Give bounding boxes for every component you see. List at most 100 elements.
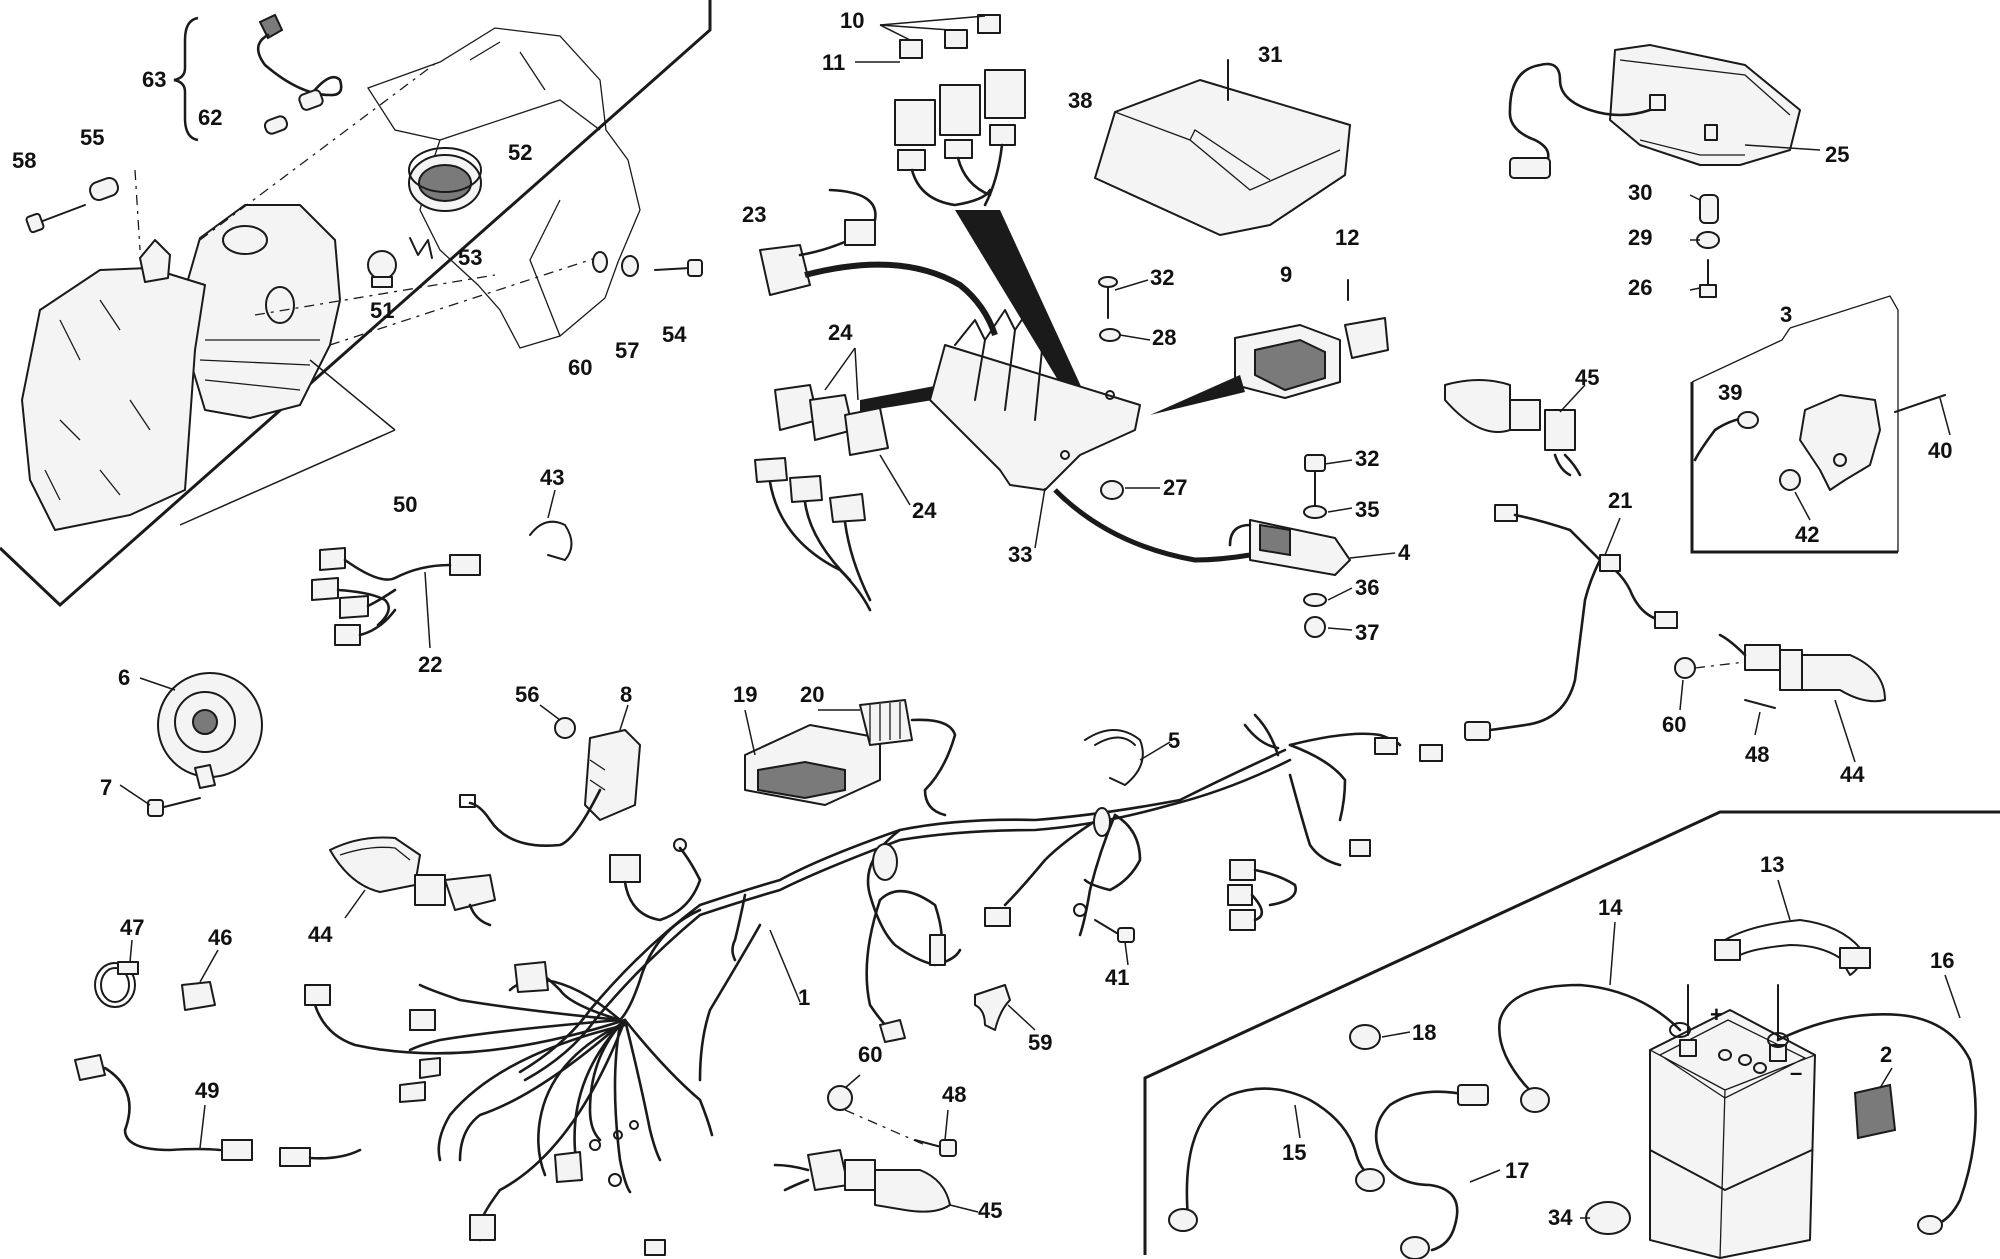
callout-7: 7 <box>100 775 112 800</box>
screw-washer-27-28-32[interactable] <box>1098 276 1160 500</box>
callout-25: 25 <box>1825 142 1849 167</box>
relay-bank-24[interactable] <box>754 347 945 612</box>
callout-23: 23 <box>742 202 766 227</box>
callout-36: 36 <box>1355 575 1379 600</box>
battery-label-2[interactable] <box>1853 1067 1897 1140</box>
horn-6[interactable] <box>119 672 263 817</box>
cable-tie-43[interactable] <box>529 489 573 561</box>
main-wiring-harness-1[interactable] <box>313 713 1402 1242</box>
callout-48: 48 <box>942 1082 966 1107</box>
battery-cable-14[interactable] <box>1498 921 1691 1113</box>
turn-signal-44b[interactable] <box>329 836 496 927</box>
callout-35: 35 <box>1355 497 1379 522</box>
harness-21[interactable] <box>1464 504 1678 741</box>
callout-52: 52 <box>508 140 532 165</box>
ecu-19[interactable] <box>744 709 881 806</box>
callout-10: 10 <box>840 8 864 33</box>
ground-cable-17[interactable] <box>1374 1084 1501 1259</box>
hose-clamp-47[interactable] <box>94 939 139 1008</box>
callout-20: 20 <box>800 682 824 707</box>
spacer-55[interactable] <box>88 176 120 202</box>
turn-signal-44a[interactable] <box>1674 633 1886 763</box>
callout-37: 37 <box>1355 620 1379 645</box>
callout-44: 44 <box>308 922 333 947</box>
turn-signal-45b[interactable] <box>773 1074 979 1213</box>
washers-fasteners-head[interactable] <box>592 251 703 277</box>
callout-22: 22 <box>418 652 442 677</box>
callout-58: 58 <box>12 148 36 173</box>
bracket-link-line <box>1053 488 1251 563</box>
callout-43: 43 <box>540 465 564 490</box>
turn-signal-45a[interactable] <box>1444 379 1586 477</box>
lambda-sensor-49[interactable] <box>74 1054 362 1167</box>
callout-12: 12 <box>1335 225 1359 250</box>
callout-24: 24 <box>828 320 853 345</box>
callout-29: 29 <box>1628 225 1652 250</box>
callout-48: 48 <box>1745 742 1769 767</box>
protective-cap-46[interactable] <box>181 949 219 1011</box>
bulb-socket-cable[interactable] <box>256 13 343 111</box>
headlight-group-frame <box>0 0 712 608</box>
callout-63: 63 <box>142 67 166 92</box>
nut-18[interactable] <box>1349 1024 1411 1050</box>
ecu-cover-38[interactable] <box>1094 59 1351 236</box>
callout-15: 15 <box>1282 1140 1306 1165</box>
callout-47: 47 <box>120 915 144 940</box>
tail-light-kit-frame <box>1690 295 1899 554</box>
callout-14: 14 <box>1598 895 1623 920</box>
callout-51: 51 <box>370 298 394 323</box>
relay-23[interactable] <box>759 188 998 336</box>
flasher-relay-8[interactable] <box>459 704 641 847</box>
callout-8: 8 <box>620 682 632 707</box>
license-light-kit-3[interactable] <box>1693 394 1951 521</box>
bulb-small[interactable] <box>263 115 289 136</box>
callout-34: 34 <box>1548 1205 1573 1230</box>
callout-26: 26 <box>1628 275 1652 300</box>
fuse-holder-relays[interactable] <box>855 14 1026 207</box>
callout-44: 44 <box>1840 762 1865 787</box>
callout-17: 17 <box>1505 1158 1529 1183</box>
spring-clip-53[interactable] <box>409 237 433 259</box>
callout-60: 60 <box>1662 712 1686 737</box>
callout-39: 39 <box>1718 380 1742 405</box>
battery-cable-16[interactable] <box>1767 974 1977 1235</box>
callout-59: 59 <box>1028 1030 1052 1055</box>
ground-screw-41[interactable] <box>1073 903 1135 966</box>
callout-50: 50 <box>393 492 417 517</box>
rubber-cap-52[interactable] <box>408 147 482 212</box>
harness-22[interactable] <box>311 547 481 649</box>
ecu-connector-20[interactable] <box>818 699 957 817</box>
callout-49: 49 <box>195 1078 219 1103</box>
battery-strap-13[interactable] <box>1714 879 1871 976</box>
callout-19: 19 <box>733 682 757 707</box>
callout-42: 42 <box>1795 522 1819 547</box>
callout-45: 45 <box>978 1198 1002 1223</box>
callout-45: 45 <box>1575 365 1599 390</box>
tail-light-25[interactable] <box>1508 44 1821 179</box>
ignition-coil-4[interactable] <box>1228 454 1396 638</box>
cable-clip-5[interactable] <box>1084 729 1171 786</box>
callout-2: 2 <box>1880 1042 1892 1067</box>
mounting-bracket-33[interactable] <box>929 299 1141 549</box>
callout-55: 55 <box>80 125 104 150</box>
ground-cable-15[interactable] <box>1168 1087 1385 1232</box>
battery-positive-mark: + <box>1710 1002 1723 1027</box>
callout-13: 13 <box>1760 852 1784 877</box>
battery[interactable]: + – <box>1649 984 1816 1259</box>
battery-negative-mark: – <box>1790 1060 1802 1085</box>
callout-54: 54 <box>662 322 687 347</box>
callout-41: 41 <box>1105 965 1129 990</box>
callout-60: 60 <box>858 1042 882 1067</box>
headlight-assembly[interactable] <box>21 27 641 531</box>
tail-light-fasteners[interactable] <box>1689 194 1720 298</box>
cable-guide-59[interactable] <box>974 984 1036 1031</box>
terminal-cap-34[interactable] <box>1580 1201 1631 1235</box>
callout-38: 38 <box>1068 88 1092 113</box>
harness-connectors[interactable] <box>304 737 1443 1256</box>
regulator-9[interactable] <box>1150 279 1389 415</box>
screw-58[interactable] <box>25 204 86 234</box>
battery-group-frame <box>1143 810 2000 1255</box>
callout-3: 3 <box>1780 302 1792 327</box>
main-bulb-51[interactable] <box>367 250 397 288</box>
callout-30: 30 <box>1628 180 1652 205</box>
